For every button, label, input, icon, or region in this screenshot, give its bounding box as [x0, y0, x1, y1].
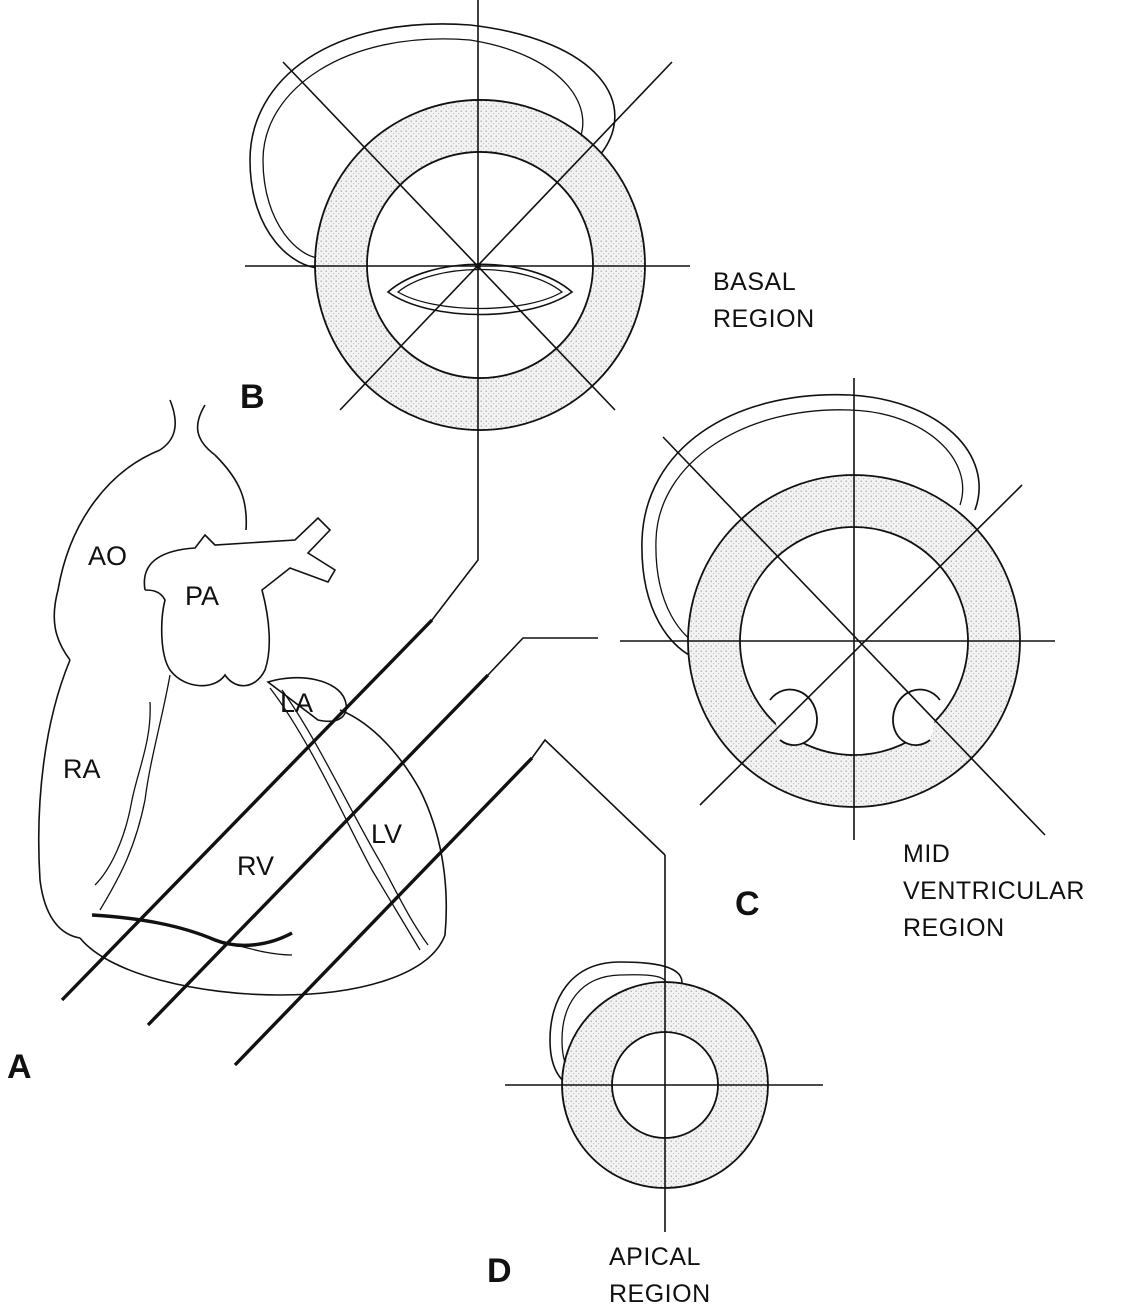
- anterior-interventricular-sulcus: [269, 687, 429, 951]
- section-connectors: [431, 430, 666, 856]
- label-pa: PA: [185, 581, 219, 611]
- basal-rv-outline: [249, 23, 616, 269]
- panel-a: A: [7, 1048, 32, 1086]
- heart-anterior-view: [37, 399, 534, 1067]
- label-ra: RA: [63, 754, 101, 784]
- basal-section: [245, 0, 690, 431]
- mid-region-line2: VENTRICULAR: [903, 877, 1085, 905]
- pulmonary-artery: [143, 516, 337, 687]
- mid-ventricular-section: [620, 378, 1055, 840]
- papillary-muscle-right: [892, 688, 941, 746]
- connector-mid: [487, 637, 598, 676]
- panel-c: C: [735, 885, 760, 923]
- great-vessels: [159, 399, 216, 456]
- basal-rv-inner-outline: [262, 38, 584, 259]
- apical-region-line1: APICAL: [609, 1243, 701, 1271]
- right-atrium-outline: [37, 659, 81, 939]
- basal-region-line2: REGION: [713, 305, 815, 333]
- slice-plane-mid: [146, 673, 490, 1027]
- label-rv: RV: [237, 851, 274, 881]
- mid-region-line1: MID: [903, 840, 950, 868]
- slice-plane-apical: [233, 756, 534, 1067]
- mid-diagonal-2: [699, 484, 1023, 806]
- aorta-outline: [53, 449, 248, 661]
- slice-plane-basal: [60, 618, 434, 1002]
- region-labels: BASAL REGION MID VENTRICULAR REGION APIC…: [609, 268, 1085, 1308]
- basal-diagonal-2: [339, 61, 673, 411]
- mitral-valve-outer: [386, 263, 574, 316]
- connector-apical: [531, 738, 666, 856]
- label-ao: AO: [88, 541, 127, 571]
- ra-rv-groove: [94, 674, 171, 911]
- papillary-muscle-left: [769, 688, 818, 746]
- coronary-vessel: [91, 913, 293, 948]
- mid-rv-outline: [641, 393, 980, 661]
- mid-rv-inner-outline: [655, 409, 964, 649]
- panel-b: B: [240, 378, 265, 416]
- apical-region-line2: REGION: [609, 1280, 711, 1308]
- apical-rv-outline: [549, 961, 683, 1089]
- basal-region-line1: BASAL: [713, 268, 796, 296]
- coronary-vessel-branch: [214, 939, 293, 956]
- heart-chamber-labels: AO PA LA RA RV LV: [63, 541, 402, 881]
- left-atrium: [266, 676, 347, 722]
- mitral-valve-inner: [396, 268, 564, 310]
- connector-basal: [431, 430, 479, 621]
- apical-section: [505, 855, 823, 1232]
- panel-d: D: [487, 1252, 512, 1290]
- panel-letters: A B C D: [7, 378, 760, 1290]
- label-la: LA: [280, 688, 313, 718]
- mid-region-line3: REGION: [903, 914, 1005, 942]
- mid-diagonal-1: [662, 436, 1046, 836]
- label-lv: LV: [371, 819, 402, 849]
- basal-diagonal-1: [282, 61, 616, 411]
